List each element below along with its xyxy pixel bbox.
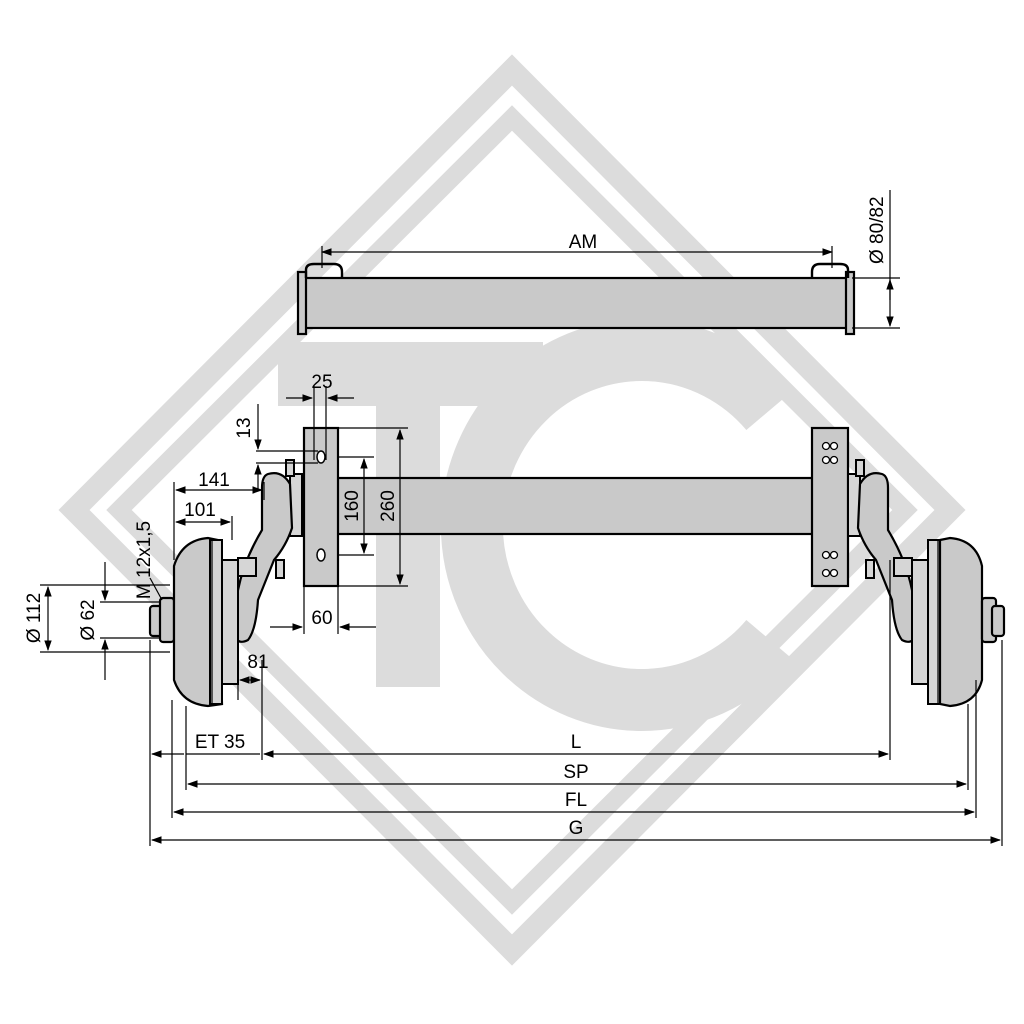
- svg-text:M 12x1,5: M 12x1,5: [134, 521, 155, 599]
- tube-diameter-label: Ø 80/82: [867, 196, 888, 264]
- svg-text:SP: SP: [563, 762, 588, 783]
- dim-et: ET 35: [150, 732, 260, 758]
- dim-25: 25: [286, 372, 354, 460]
- dim-g: G: [150, 818, 1002, 844]
- dim-62: Ø 62: [78, 562, 160, 680]
- svg-text:13: 13: [234, 417, 255, 438]
- dim-l: L: [262, 732, 890, 758]
- svg-text:G: G: [569, 818, 584, 839]
- overall-extension-lines: [149, 560, 1003, 846]
- svg-text:25: 25: [311, 372, 332, 393]
- dim-160: 160: [338, 456, 374, 556]
- dim-60: 60: [270, 586, 376, 634]
- svg-text:160: 160: [342, 490, 363, 522]
- top-bracket-left: [304, 262, 344, 278]
- svg-text:L: L: [571, 732, 582, 753]
- svg-text:60: 60: [311, 608, 332, 629]
- svg-text:81: 81: [247, 652, 268, 673]
- mounting-plate-right: [810, 426, 850, 588]
- dim-141: 141: [173, 470, 265, 560]
- svg-text:ET 35: ET 35: [195, 732, 245, 753]
- svg-text:101: 101: [184, 500, 216, 521]
- am-label: AM: [569, 232, 598, 253]
- suspension-arm-right: [847, 459, 918, 643]
- svg-text:Ø 62: Ø 62: [78, 599, 99, 640]
- dim-thread: M 12x1,5: [134, 521, 163, 601]
- dim-260: 260: [338, 427, 408, 587]
- hub-left: [148, 536, 239, 708]
- dim-13: 13: [234, 404, 318, 490]
- svg-text:260: 260: [378, 490, 399, 522]
- dim-81: 81: [237, 652, 269, 760]
- mounting-plate-left: [302, 426, 340, 588]
- top-tube: [300, 276, 850, 330]
- axle-top-view: AM Ø 80/82: [296, 190, 900, 336]
- svg-text:Ø 112: Ø 112: [24, 593, 45, 643]
- top-bracket-right: [810, 262, 850, 278]
- watermark-diamond-outer: [58, 54, 966, 966]
- hub-right: [911, 536, 1006, 708]
- svg-text:141: 141: [198, 470, 230, 491]
- dim-101: 101: [174, 500, 233, 540]
- dim-sp: SP: [186, 762, 968, 788]
- svg-text:FL: FL: [565, 790, 587, 811]
- bolt-hole-bottom-left: [316, 548, 326, 562]
- suspension-arm-left: [232, 459, 303, 643]
- top-tube-end-right: [844, 270, 856, 336]
- bolt-hole-top-left: [316, 450, 326, 464]
- dim-fl: FL: [172, 790, 976, 816]
- top-tube-end-left: [296, 270, 308, 336]
